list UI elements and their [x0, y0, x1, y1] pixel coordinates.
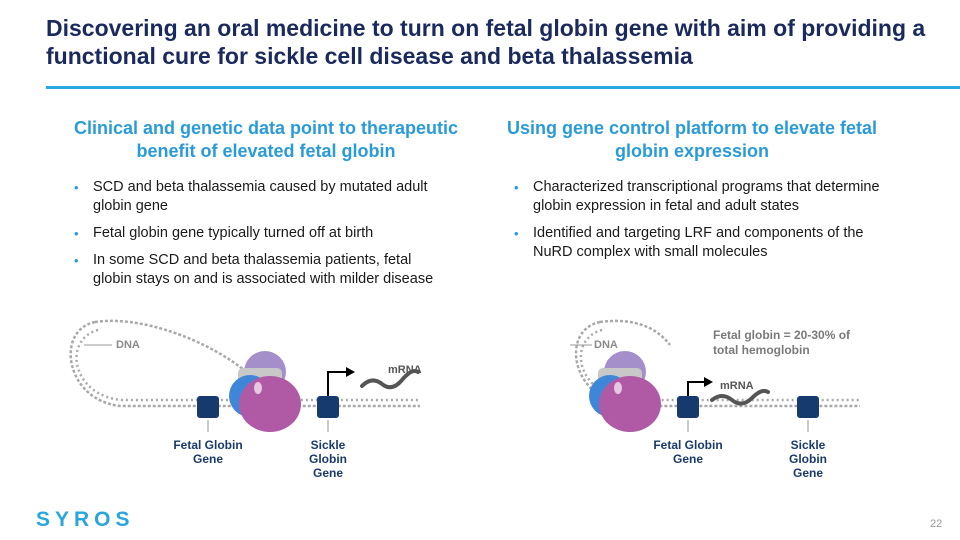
list-item: In some SCD and beta thalassemia patient… — [74, 251, 454, 289]
list-item: Fetal globin gene typically turned off a… — [74, 224, 454, 243]
transcription-arrow — [327, 371, 346, 396]
mrna-squiggle — [710, 388, 770, 406]
sickle-globin-gene-box — [797, 396, 819, 418]
mrna-label: mRNA — [720, 380, 754, 392]
dna-label: DNA — [594, 339, 618, 351]
title-underline — [46, 86, 960, 89]
fetal-globin-gene-box — [677, 396, 699, 418]
sickle-globin-gene-label: Sickle Globin Gene — [309, 438, 347, 480]
list-item: Identified and targeting LRF and compone… — [514, 224, 899, 262]
fetal-globin-gene-box — [197, 396, 219, 418]
protein-highlight — [254, 382, 262, 394]
transcription-arrowhead — [704, 377, 713, 387]
sickle-globin-gene-label: Sickle Globin Gene — [789, 438, 827, 480]
right-bullet-list: Characterized transcriptional programs t… — [514, 178, 899, 270]
mrna-label: mRNA — [388, 364, 422, 376]
transcription-arrowhead — [346, 367, 355, 377]
dna-strand — [69, 319, 420, 408]
page-number: 22 — [930, 518, 943, 530]
fetal-globin-gene-label: Fetal Globin Gene — [653, 438, 723, 466]
mrna-squiggle — [360, 369, 420, 390]
left-gene-diagram: DNA mRNA Fetal Globin Gene Sickle Globin… — [0, 300, 480, 500]
right-column-heading: Using gene control platform to elevate f… — [506, 118, 878, 161]
list-item: SCD and beta thalassemia caused by mutat… — [74, 178, 454, 216]
dna-label: DNA — [116, 339, 140, 351]
list-item: Characterized transcriptional programs t… — [514, 178, 899, 216]
syros-logo: SYROS — [36, 508, 135, 531]
right-diagram-graphic — [570, 319, 860, 432]
protein-highlight — [614, 382, 622, 394]
left-bullet-list: SCD and beta thalassemia caused by mutat… — [74, 178, 454, 297]
protein-purple — [239, 376, 301, 432]
fetal-globin-gene-label: Fetal Globin Gene — [173, 438, 243, 466]
sickle-globin-gene-box — [317, 396, 339, 418]
transcription-arrow — [687, 381, 704, 396]
right-gene-diagram: DNA Fetal globin = 20-30% of total hemog… — [480, 300, 960, 500]
left-diagram-graphic — [69, 319, 420, 432]
fetal-globin-note: Fetal globin = 20-30% of total hemoglobi… — [713, 328, 851, 357]
protein-purple — [599, 376, 661, 432]
slide-title: Discovering an oral medicine to turn on … — [46, 15, 926, 69]
left-column-heading: Clinical and genetic data point to thera… — [73, 118, 459, 161]
